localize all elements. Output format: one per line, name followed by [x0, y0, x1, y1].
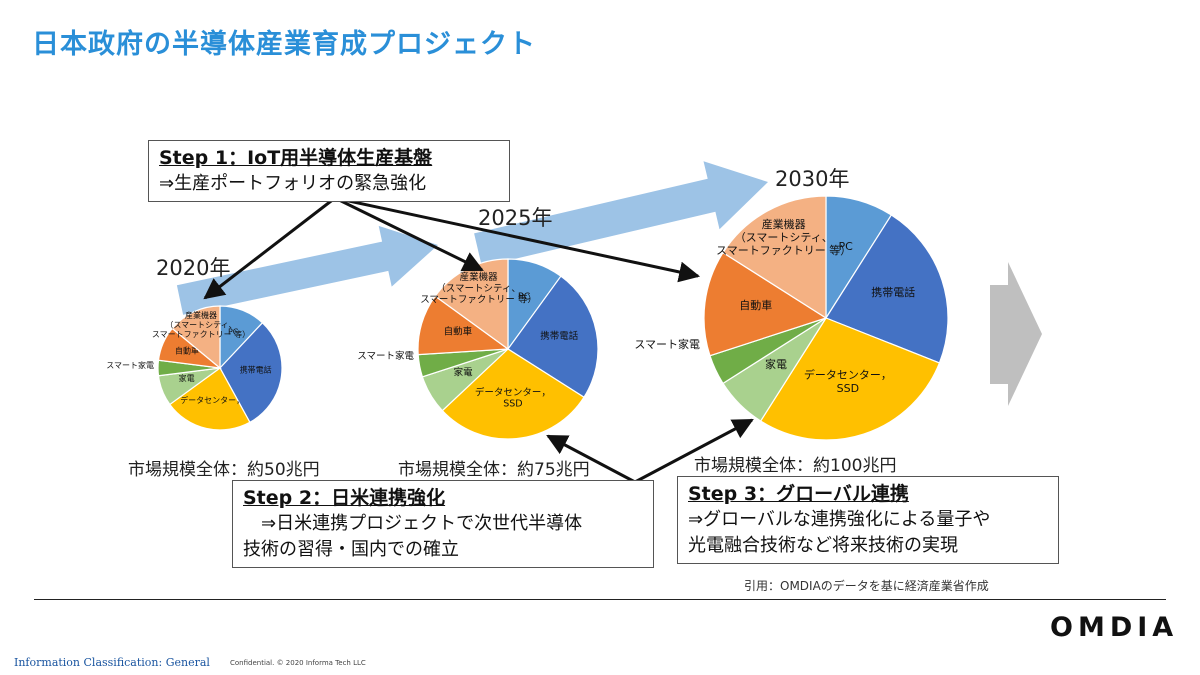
pie-label-携帯電話: 携帯電話 — [540, 330, 579, 342]
classification-label: Information Classification: General — [14, 656, 210, 669]
year-label-2025: 2025年 — [478, 206, 553, 230]
future-arrow — [990, 262, 1042, 406]
pie-label-データセンター，SSD: データセンター， — [180, 395, 244, 405]
pie-label-データセンター，SSD: データセンター，SSD — [804, 368, 892, 395]
growth-diagram: PC携帯電話データセンター，家電スマート家電自動車産業機器（スマートシティ、スマ… — [106, 161, 1042, 484]
pie-slice-携帯電話 — [219, 321, 283, 424]
step-2-heading: Step 2：日米連携強化 — [243, 487, 446, 509]
pie-label-PC: PC — [839, 240, 854, 253]
step-3-body: ⇒グローバルな連携強化による量子や 光電融合技術など将来技術の実現 — [688, 509, 991, 556]
market-size-2025: 市場規模全体：約75兆円 — [398, 460, 590, 480]
pie-label-産業機器: 産業機器（スマートシティ、スマートファクトリー 等） — [716, 217, 851, 257]
pie-slice-データセンター，SSD — [441, 348, 585, 440]
pie-label-スマート家電: スマート家電 — [634, 337, 700, 351]
pie-slice-産業機器 — [722, 195, 827, 320]
pie-slice-携帯電話 — [825, 214, 949, 364]
step-3-box: Step 3：グローバル連携 ⇒グローバルな連携強化による量子や 光電融合技術な… — [677, 476, 1059, 564]
pie-label-データセンター，SSD: データセンター，SSD — [475, 386, 551, 409]
growth-arrow-2020-2025 — [176, 225, 438, 315]
citation-text: 引用：OMDIAのデータを基に経済産業省作成 — [744, 579, 989, 593]
pointer-step1-2030 — [334, 196, 701, 283]
omdia-logo: OMDIA — [1050, 612, 1179, 643]
pie-label-産業機器: 産業機器（スマートシティ、スマートファクトリー 等） — [152, 310, 250, 339]
pie-label-自動車: 自動車 — [175, 346, 199, 356]
step-1-heading: Step 1：IoT用半導体生産基盤 — [159, 147, 433, 169]
pointer-step2-2030 — [634, 418, 754, 484]
year-label-2020: 2020年 — [156, 256, 231, 280]
page-title: 日本政府の半導体産業育成プロジェクト — [32, 29, 536, 60]
pointer-step1-2025 — [334, 196, 484, 272]
growth-arrow-2025-2030 — [474, 161, 768, 267]
confidential-notice: Confidential. © 2020 Informa Tech LLC — [230, 659, 366, 667]
pie-label-産業機器: 産業機器（スマートシティ、スマートファクトリー 等） — [420, 271, 537, 306]
pie-label-家電: 家電 — [179, 373, 195, 383]
pie-label-家電: 家電 — [765, 357, 787, 371]
footer-divider — [34, 599, 1166, 600]
pie-label-家電: 家電 — [454, 367, 474, 379]
step-2-body: ⇒日米連携プロジェクトで次世代半導体 技術の習得・国内での確立 — [243, 513, 583, 560]
pie-slice-データセンター，SSD — [759, 317, 941, 441]
pie-slice-データセンター，SSD — [169, 367, 251, 431]
year-label-2030: 2030年 — [775, 167, 850, 191]
pointer-step1-2020 — [203, 196, 336, 300]
pie-slice-自動車 — [703, 251, 828, 357]
pie-label-スマート家電: スマート家電 — [357, 350, 414, 362]
pie-label-自動車: 自動車 — [739, 298, 772, 312]
pie-slice-産業機器 — [171, 305, 221, 370]
step-3-heading: Step 3：グローバル連携 — [688, 483, 909, 505]
market-size-2020: 市場規模全体：約50兆円 — [128, 460, 320, 480]
pie-label-PC: PC — [518, 291, 531, 302]
pie-label-スマート家電: スマート家電 — [106, 360, 154, 370]
pointer-step2-2025 — [546, 434, 636, 484]
step-2-box: Step 2：日米連携強化 ⇒日米連携プロジェクトで次世代半導体 技術の習得・国… — [232, 480, 654, 568]
pie-slice-携帯電話 — [507, 275, 599, 399]
pie-label-携帯電話: 携帯電話 — [871, 285, 915, 299]
step-1-box: Step 1：IoT用半導体生産基盤 ⇒生産ポートフォリオの緊急強化 — [148, 140, 510, 202]
market-size-2030: 市場規模全体：約100兆円 — [694, 456, 897, 476]
pie-label-PC: PC — [228, 328, 239, 337]
pie-label-自動車: 自動車 — [444, 325, 473, 337]
step-1-body: ⇒生産ポートフォリオの緊急強化 — [159, 173, 427, 194]
pie-label-携帯電話: 携帯電話 — [240, 365, 272, 375]
